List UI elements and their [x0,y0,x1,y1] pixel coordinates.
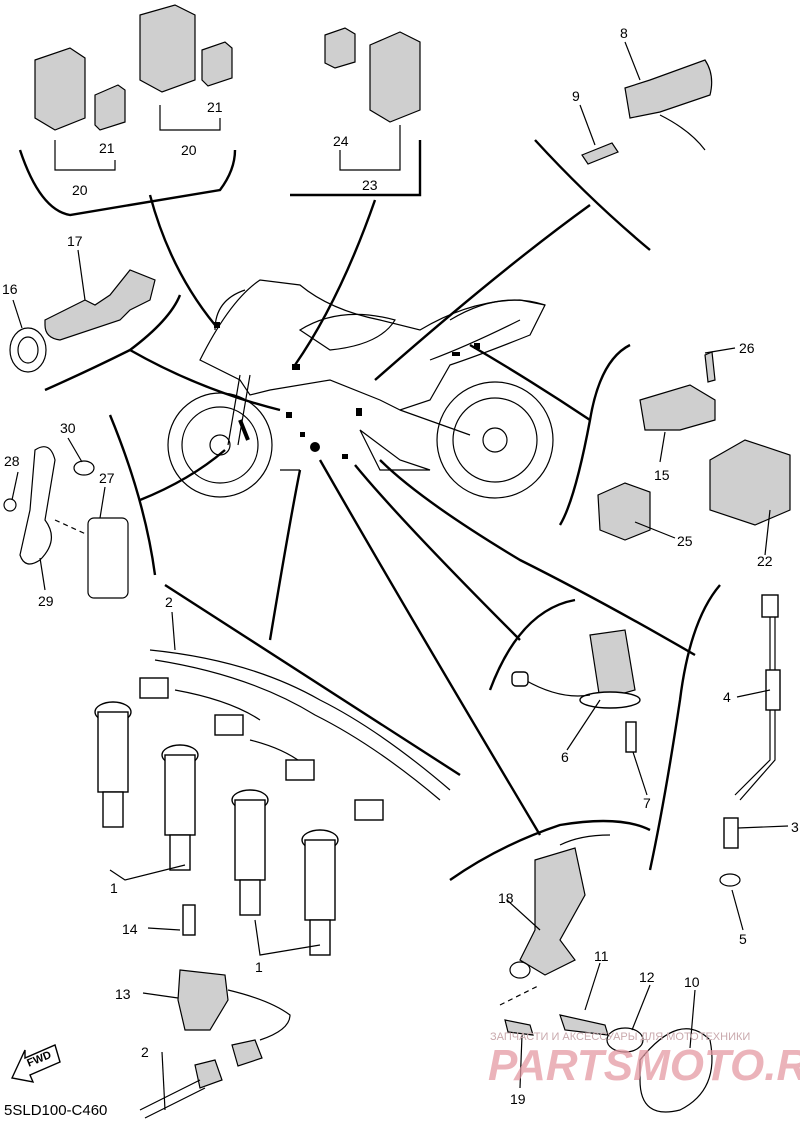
callout-14: 14 [122,921,138,937]
diagram-code: 5SLD100-C460 [4,1102,107,1119]
callout-9: 9 [572,88,580,104]
callout-20a: 20 [72,182,88,198]
callout-11: 11 [594,948,609,964]
callout-24: 24 [333,133,349,149]
watermark: ЗАПЧАСТИ И АКСЕССУАРЫ ДЛЯ МОТОТЕХНИКИ PA… [488,1031,800,1090]
callout-8: 8 [620,25,628,41]
callout-23: 23 [362,177,378,193]
sensor-6-7 [511,629,641,753]
callout-13: 13 [115,986,131,1002]
callout-21a: 21 [99,140,115,156]
relay-group-20-21-left [34,47,126,171]
callout-7: 7 [643,795,651,811]
rear-wheel [436,381,554,499]
sensor-16-17 [9,269,156,373]
fwd-arrow-icon: FWD [10,1044,61,1083]
callout-labels: 21 20 21 20 24 23 8 9 17 16 30 28 27 29 … [2,25,799,1107]
callout-12: 12 [639,969,655,985]
ignition-coils [94,701,339,956]
callout-26: 26 [739,340,755,356]
lead-3-4-5 [719,594,781,887]
callout-16: 16 [2,281,18,297]
relay-group-20-21-right [139,4,233,131]
callout-19: 19 [510,1091,526,1107]
callout-5: 5 [739,931,747,947]
callout-leaders [11,41,789,1111]
callout-6: 6 [561,749,569,765]
callout-10: 10 [684,974,700,990]
pickup-rotor-group [499,834,713,1113]
callout-28: 28 [4,453,20,469]
callout-27: 27 [99,470,115,486]
front-wheel [167,392,273,498]
callout-3: 3 [791,819,799,835]
group-frames [18,139,721,881]
callout-2a: 2 [165,594,173,610]
watermark-line: ЗАПЧАСТИ И АКСЕССУАРЫ ДЛЯ МОТОТЕХНИКИ [490,1031,750,1043]
sensor-13-14 [139,904,291,1119]
callout-1a: 1 [110,880,118,896]
callout-18: 18 [498,890,514,906]
callout-1b: 1 [255,959,263,975]
callout-2b: 2 [141,1044,149,1060]
bracket-27-30 [3,446,129,599]
callout-21b: 21 [207,99,223,115]
callout-15: 15 [654,467,670,483]
motorcycle-illustration [167,279,554,499]
callout-17: 17 [67,233,83,249]
callout-4: 4 [723,689,731,705]
callout-22: 22 [757,553,773,569]
wiring-harness [139,649,451,821]
leader-lines [129,194,696,836]
ecu-group-15-22-25-26 [597,351,791,541]
watermark-brand: PARTSMOTO.RU [488,1041,800,1090]
callout-29: 29 [38,593,54,609]
relay-group-23-24 [324,27,421,171]
sensor-8-9 [581,59,713,165]
callout-30: 30 [60,420,76,436]
callout-25: 25 [677,533,693,549]
callout-20b: 20 [181,142,197,158]
